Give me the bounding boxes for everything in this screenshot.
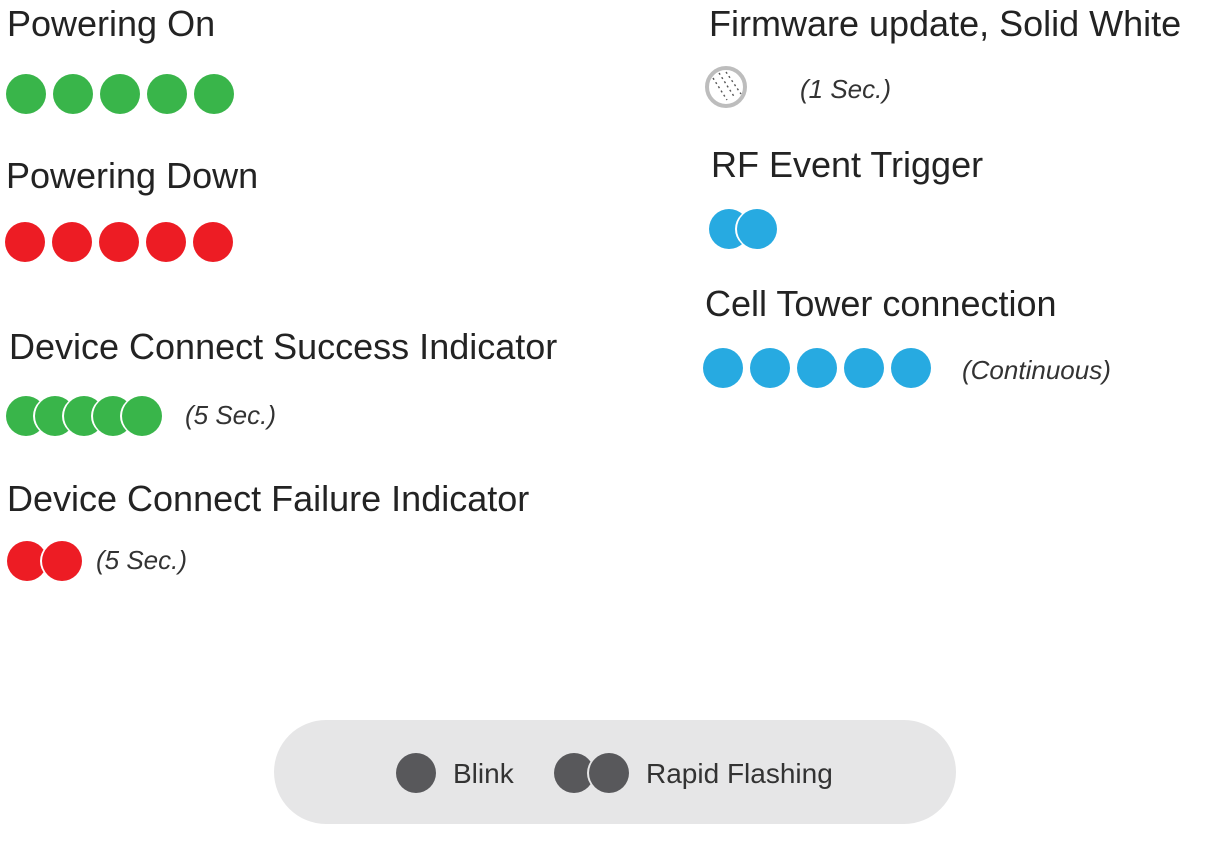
connect-success-title: Device Connect Success Indicator [9, 326, 558, 367]
red-led-dot [7, 541, 47, 581]
rapid-flashing-legend-label: Rapid Flashing [646, 758, 833, 789]
green-led-dot [122, 396, 162, 436]
green-led-dot [147, 74, 187, 114]
connect-success-led-pattern [6, 396, 162, 436]
powering-on-led-pattern [6, 74, 234, 114]
powering-down-led-pattern [5, 222, 233, 262]
red-led-dot [146, 222, 186, 262]
blue-led-dot [891, 348, 931, 388]
red-led-dot [52, 222, 92, 262]
rf-event-led-pattern [709, 209, 777, 249]
red-led-dot [42, 541, 82, 581]
blue-led-dot [750, 348, 790, 388]
connect-success-duration: (5 Sec.) [185, 400, 277, 430]
green-led-dot [194, 74, 234, 114]
blink-legend-dot [396, 753, 436, 793]
blue-led-dot [797, 348, 837, 388]
connect-failure-led-pattern [7, 541, 83, 581]
red-led-dot [193, 222, 233, 262]
firmware-update-title: Firmware update, Solid White [709, 3, 1182, 44]
red-led-dot [99, 222, 139, 262]
green-led-dot [6, 74, 46, 114]
green-led-dot [53, 74, 93, 114]
connect-failure-title: Device Connect Failure Indicator [7, 478, 530, 519]
green-led-dot [100, 74, 140, 114]
powering-on-title: Powering On [7, 3, 216, 44]
cell-tower-led-pattern [703, 348, 931, 388]
blue-led-dot [737, 209, 777, 249]
legend: Blink Rapid Flashing [274, 720, 956, 824]
powering-down-title: Powering Down [6, 155, 259, 196]
red-led-dot [5, 222, 45, 262]
cell-tower-title: Cell Tower connection [705, 283, 1057, 324]
blue-led-dot [703, 348, 743, 388]
connect-failure-duration: (5 Sec.) [96, 545, 188, 575]
blue-led-dot [844, 348, 884, 388]
cell-tower-duration: (Continuous) [962, 355, 1111, 385]
rapid-flashing-legend-dot [554, 753, 594, 793]
white-led-dot [705, 66, 747, 108]
rapid-flashing-legend-dot [589, 753, 629, 793]
firmware-update-duration: (1 Sec.) [800, 74, 892, 104]
hatch-pattern-icon [712, 71, 742, 101]
rf-event-title: RF Event Trigger [711, 144, 984, 185]
blink-legend-label: Blink [453, 758, 514, 789]
